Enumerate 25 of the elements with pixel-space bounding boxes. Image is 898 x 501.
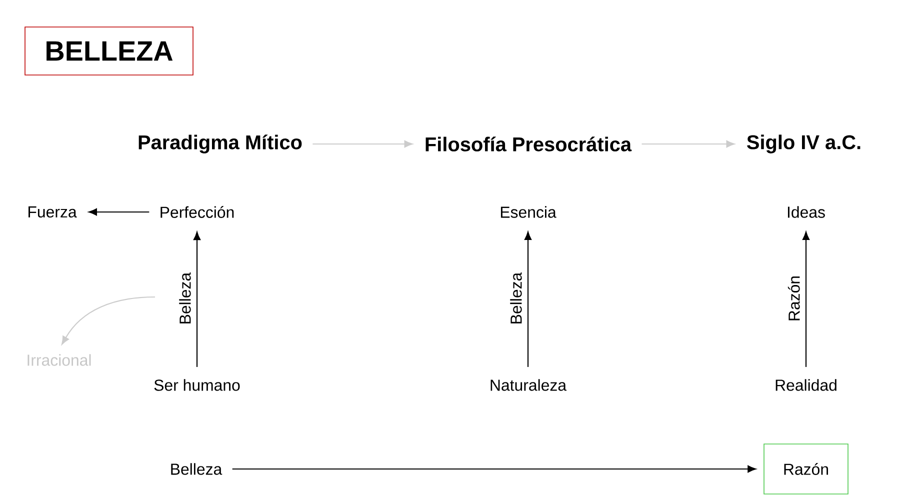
concept-label: Perfección [160, 206, 234, 218]
concept-label: Belleza [171, 463, 222, 475]
concept-box: Razón [764, 444, 848, 494]
concept-label: Esencia [500, 206, 556, 218]
edge-label: Belleza [179, 272, 191, 324]
arrow [524, 232, 532, 367]
arrow [232, 465, 756, 473]
stage-heading: Siglo IV a.C. [747, 134, 860, 154]
concept-label: Irracional [28, 354, 91, 366]
arrow [88, 208, 150, 216]
concept-label: Ideas [788, 206, 825, 218]
arrow [312, 140, 413, 148]
concept-label: Naturaleza [490, 379, 567, 391]
stage-heading: Paradigma Mítico [138, 134, 302, 154]
concept-label: Realidad [776, 379, 836, 391]
stage-heading: Filosofía Presocrática [426, 136, 632, 152]
edge-label: Belleza [510, 272, 522, 324]
arrow [193, 232, 201, 367]
arrow [802, 232, 810, 367]
edge-label: Razón [788, 276, 800, 320]
arrow [62, 296, 156, 345]
title-box: BELLEZA [24, 26, 194, 76]
concept-label: Ser humano [154, 379, 240, 391]
concept-label: Fuerza [28, 206, 77, 218]
arrow [642, 140, 735, 148]
